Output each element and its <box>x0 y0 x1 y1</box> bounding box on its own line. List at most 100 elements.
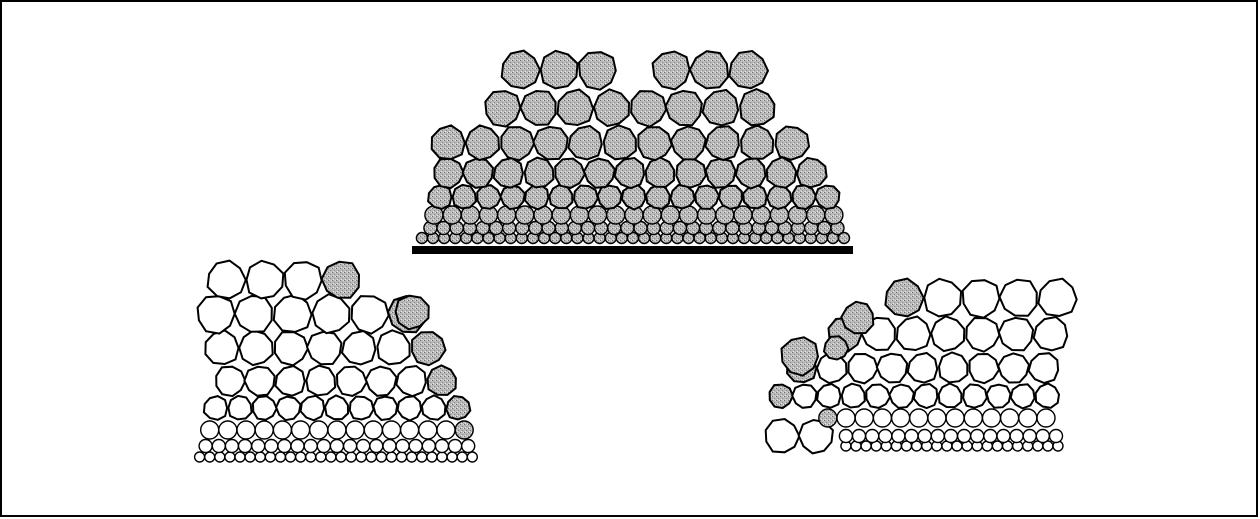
shaded-grain <box>646 157 674 187</box>
open-grain <box>892 409 910 427</box>
shaded-grain <box>501 127 534 160</box>
shaded-grain <box>520 91 555 125</box>
open-grain <box>292 421 310 439</box>
open-grain <box>873 409 891 427</box>
open-grain <box>842 384 865 408</box>
open-grain <box>286 452 296 462</box>
pile-bottom-right <box>766 279 1077 454</box>
open-grain <box>352 296 389 334</box>
shaded-grain <box>819 409 837 427</box>
open-grain <box>839 430 852 443</box>
shaded-grain <box>734 206 752 224</box>
open-grain <box>247 261 284 299</box>
shaded-grain <box>525 185 548 210</box>
shaded-grain <box>767 185 791 209</box>
shaded-grain <box>502 51 540 89</box>
shaded-grain <box>396 296 429 330</box>
shaded-grain <box>455 421 473 439</box>
open-grain <box>225 440 238 453</box>
open-grain <box>817 384 840 408</box>
open-grain <box>275 332 308 365</box>
open-grain <box>914 384 938 408</box>
open-grain <box>383 440 396 453</box>
shaded-grain <box>703 90 739 125</box>
shaded-grain <box>533 127 567 159</box>
open-grain <box>275 452 285 462</box>
shaded-grain <box>443 206 461 224</box>
open-grain <box>889 385 914 408</box>
shaded-grain <box>485 91 520 127</box>
open-grain <box>910 409 928 427</box>
shaded-grain <box>631 91 666 127</box>
open-grain <box>387 452 397 462</box>
shaded-grain <box>500 186 524 210</box>
open-grain <box>301 396 325 421</box>
open-grain <box>396 440 409 453</box>
open-grain <box>966 318 999 352</box>
open-grain <box>905 430 918 443</box>
shaded-grain <box>434 159 463 188</box>
open-grain <box>275 366 304 396</box>
open-grain <box>958 430 971 443</box>
open-grain <box>924 279 961 317</box>
shaded-grain <box>579 52 616 89</box>
open-grain <box>419 421 437 439</box>
open-grain <box>853 430 866 443</box>
open-grain <box>1011 384 1035 408</box>
open-grain <box>944 430 957 443</box>
open-grain <box>417 452 427 462</box>
shaded-grain <box>477 185 501 209</box>
shaded-grain <box>555 159 585 188</box>
open-grain <box>336 452 346 462</box>
open-grain <box>401 421 419 439</box>
open-grain <box>1029 353 1059 383</box>
open-grain <box>366 367 397 396</box>
open-grain <box>1023 430 1036 443</box>
open-grain <box>245 452 255 462</box>
open-grain <box>1001 409 1019 427</box>
open-grain <box>235 296 272 332</box>
shaded-grain <box>463 159 493 188</box>
open-grain <box>215 452 225 462</box>
open-grain <box>837 409 855 427</box>
shaded-grain <box>740 89 774 125</box>
shaded-grain <box>706 159 736 188</box>
shaded-grain <box>807 206 825 224</box>
open-grain <box>310 421 328 439</box>
open-grain <box>239 440 252 453</box>
open-grain <box>971 430 984 443</box>
shaded-grain <box>428 185 451 209</box>
open-grain <box>205 330 238 364</box>
shaded-grain <box>695 186 719 209</box>
shaded-grain <box>705 126 739 160</box>
open-grain <box>984 430 997 443</box>
open-grain <box>306 366 335 396</box>
shaded-grain <box>736 158 766 188</box>
open-grain <box>1019 409 1037 427</box>
shaded-grain <box>584 159 615 188</box>
shaded-grain <box>797 158 827 187</box>
shaded-grain <box>622 185 645 209</box>
open-grain <box>866 430 879 443</box>
open-grain <box>908 353 938 383</box>
open-grain <box>879 430 892 443</box>
open-grain <box>1038 279 1076 316</box>
shaded-grain <box>541 51 578 89</box>
open-grain <box>407 452 417 462</box>
shaded-grain <box>446 396 470 419</box>
open-grain <box>199 440 212 453</box>
open-grain <box>219 421 237 439</box>
open-grain <box>1034 317 1068 350</box>
open-grain <box>356 452 366 462</box>
shaded-grain <box>690 51 728 88</box>
open-grain <box>987 385 1011 408</box>
shaded-grain <box>671 126 706 159</box>
open-grain <box>337 367 367 396</box>
open-grain <box>273 421 291 439</box>
open-grain <box>373 397 397 420</box>
open-grain <box>205 452 215 462</box>
open-grain <box>265 440 278 453</box>
